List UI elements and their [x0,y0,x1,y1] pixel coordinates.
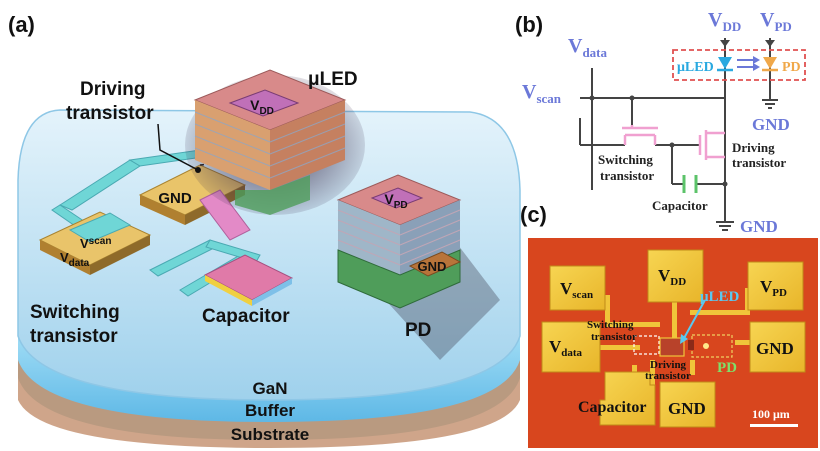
driving-label-a-2: transistor [66,103,154,124]
panel-b-label: (b) [515,12,543,37]
pd-vpd-label-a: VPD [384,191,407,211]
pd-spot [703,343,709,349]
pd-label-b: PD [782,60,801,75]
gnd-bottom-pad [659,381,716,428]
substrate-layer-label: Substrate [231,425,309,444]
gnd-bottom-label-b: GND [740,217,778,236]
gan-layer [18,336,520,422]
pd-diode-symbol [762,57,778,72]
uled-stack: VDD [185,69,365,215]
driving-area [659,337,685,357]
scale-bar [750,424,798,427]
vpd-label-c: VPD [760,277,787,299]
vscan-label-c: Vscan [560,279,593,301]
vdd-label-c: VDD [658,266,686,288]
panel-c: (c) [520,202,818,448]
vdata-label-b: Vdata [568,35,608,60]
vpd-arrow-b [765,40,775,47]
switching-label-a-1: Switching [30,302,120,323]
circuit-junctions [589,95,728,187]
vscan-label-a: Vscan [80,236,111,251]
capacitor-label-c: Capacitor [578,399,646,416]
driving-leader-line [157,123,199,171]
panel-b: (b) VDD VPD Vdata Vscan [515,9,806,236]
vpd-pad [747,261,804,311]
buffer-layer-label: Buffer [245,401,295,420]
uled-label-c: μLED [700,289,740,305]
capacitor-pad [599,371,656,426]
driving-transistor-symbol [698,130,725,160]
vdata-label-a: Vdata [60,250,90,269]
vpd-label-b: VPD [760,9,792,34]
uled-vdd-label-a: VDD [250,97,274,117]
driving-label-b-2: transistor [732,155,786,170]
switching-label-a-2: transistor [30,326,118,347]
driving-label-c-2: transistor [645,370,691,382]
switching-label-b-2: transistor [600,168,654,183]
switching-label-c-2: transistor [591,331,637,343]
uled-label-b: μLED [677,60,714,75]
gnd-bottom-label-c: GND [668,399,706,418]
vdd-pad [647,249,704,303]
driving-transistor: GND [138,159,256,241]
switching-label-c-1: Switching [587,319,634,331]
capacitor-label-a: Capacitor [202,306,290,327]
capacitor-3d [203,254,294,306]
pd-label-c: PD [717,360,737,376]
buffer-layer [18,355,520,440]
vdata-pad [541,321,601,373]
switching-transistor-symbol [622,125,658,145]
gan-layer-label: GaN [253,379,288,398]
uled-die [688,340,694,350]
driving-label-c-1: Driving [650,359,687,371]
pd-label-a: PD [405,320,431,341]
switching-label-b-1: Switching [598,152,653,167]
vscan-pad [549,265,606,311]
gnd-right-pad [749,321,806,373]
capacitor-symbol [682,175,698,193]
gnd-right-label-c: GND [756,339,794,358]
vdd-label-b: VDD [708,9,741,34]
micrograph-pads [541,249,806,428]
uled-arrow [682,299,706,341]
gnd-top-label-b: GND [752,115,790,134]
light-arrows [737,59,755,68]
vdata-label-c: Vdata [549,337,583,359]
scale-bar-label: 100 μm [752,407,790,421]
uled-arrow-head [680,334,688,344]
panel-a: (a) GaN Buffer Substrate [8,12,521,448]
capacitor-label-b: Capacitor [652,198,708,213]
uled-diode-symbol [717,57,733,72]
driving-label-b-1: Driving [732,140,775,155]
driving-gnd-pad-label: GND [158,190,192,207]
vscan-label-b: Vscan [522,81,562,106]
panel-c-label: (c) [520,202,547,227]
pd-stack: GND VPD [336,174,462,309]
driving-leader-dot [195,167,201,173]
led-pd-dashed-box [672,49,806,81]
light-arrow-heads [753,56,760,71]
switching-transistor: Vscan Vdata [38,211,152,275]
uled-label-a: μLED [308,69,358,90]
vdd-arrow-b [720,40,730,47]
switching-dashed-box [633,335,660,355]
pd-gnd-label-a: GND [418,259,447,274]
panel-a-label: (a) [8,12,35,37]
driving-label-a-1: Driving [80,79,145,100]
